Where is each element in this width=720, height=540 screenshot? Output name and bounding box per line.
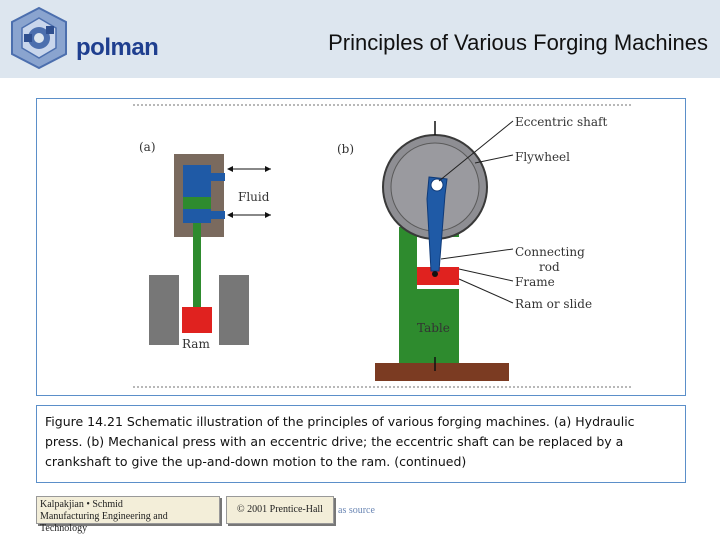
panel-a-label: (a) [139,140,156,154]
ram-slide [417,267,459,285]
fluid-upper-chamber [183,165,211,197]
eccentric-shaft-label: Eccentric shaft [515,115,607,129]
ram-or-slide-label: Ram or slide [515,297,592,311]
figure-caption: Figure 14.21 Schematic illustration of t… [45,414,635,469]
press-base [375,363,509,381]
right-frame-column [219,275,249,345]
fluid-port-upper [209,173,225,181]
header-bar: polman Principles of Various Forging Mac… [0,0,720,78]
ram-block [182,307,212,333]
fluid-port-lower [209,211,225,219]
polman-logo: polman [4,4,174,74]
connecting-rod [426,176,448,272]
rod-label: rod [539,260,560,274]
caption-box: Figure 14.21 Schematic illustration of t… [36,405,686,483]
page-title: Principles of Various Forging Machines [328,30,708,55]
logo-text: polman [76,34,159,61]
book-credit-line1: Kalpakjian • Schmid [40,499,123,510]
figure-panel: (a) Fluid Ram (b) Table [36,98,686,396]
ram-label: Ram [182,337,210,351]
flywheel-label: Flywheel [515,150,570,164]
eccentric-leader [438,120,514,182]
connecting-rod-leader [440,248,514,260]
frame-label: Frame [515,275,555,289]
book-credit: Kalpakjian • Schmid Manufacturing Engine… [36,496,220,534]
connecting-label: Connecting [515,245,585,259]
eccentric-shaft [430,178,444,192]
forging-machines-diagram: (a) Fluid Ram (b) Table [133,104,631,388]
fluid-label: Fluid [238,190,270,204]
panel-b-label: (b) [337,142,354,156]
table-label: Table [417,321,450,335]
left-frame-column [149,275,179,345]
piston [183,197,211,209]
source-text: as source [338,505,375,516]
ram-pin [432,271,438,277]
logo-mark-icon [11,6,67,70]
piston-rod [193,223,201,309]
book-credit-line2: Manufacturing Engineering and Technology [40,511,168,534]
frame-leader [458,268,514,282]
ram-slide-leader [458,278,514,304]
flywheel-leader [474,154,514,164]
fluid-lower-chamber [183,209,211,223]
copyright-box: © 2001 Prentice-Hall [226,496,334,524]
